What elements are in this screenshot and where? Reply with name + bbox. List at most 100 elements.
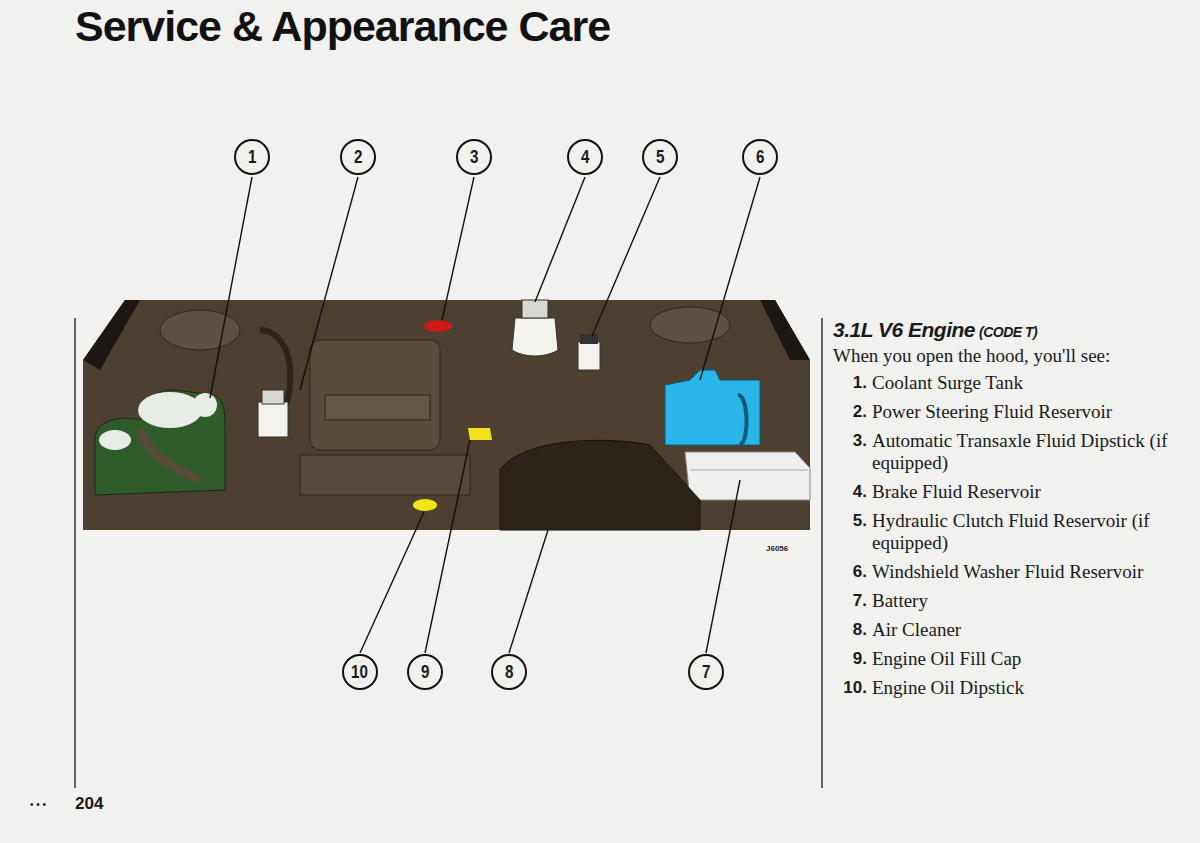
item-number: 5. xyxy=(833,510,867,554)
air-cleaner xyxy=(500,440,700,530)
coolant-surge-tank xyxy=(99,430,131,450)
intro-text: When you open the hood, you'll see: xyxy=(833,344,1193,368)
rule-line xyxy=(821,318,823,788)
item-number: 2. xyxy=(833,401,867,423)
part-name: Coolant Surge Tank xyxy=(872,372,1187,394)
power-steering-reservoir xyxy=(262,390,284,404)
leader-line xyxy=(442,177,474,320)
engine-compartment xyxy=(310,340,440,450)
coolant-surge-tank xyxy=(95,390,225,495)
callout-circle: 5 xyxy=(642,139,678,175)
callout-number: 5 xyxy=(656,146,664,168)
list-item: 7.Battery xyxy=(833,590,1193,612)
transaxle-dipstick-cap xyxy=(424,320,452,332)
list-item: 1.Coolant Surge Tank xyxy=(833,372,1193,394)
callout-number: 6 xyxy=(756,146,764,168)
battery xyxy=(685,452,810,500)
engine-compartment xyxy=(83,300,810,530)
page-number: 204 xyxy=(75,794,103,814)
callout-circle: 8 xyxy=(491,654,527,690)
leader-line xyxy=(592,177,660,336)
callout-number: 7 xyxy=(702,661,710,683)
callout-circle: 3 xyxy=(456,139,492,175)
part-name: Battery xyxy=(872,590,1187,612)
callout-number: 4 xyxy=(581,146,589,168)
leader-line xyxy=(300,177,358,390)
leader-line xyxy=(535,177,585,302)
clutch-fluid-reservoir xyxy=(578,342,600,370)
engine-compartment xyxy=(650,307,730,343)
figure-code: J6056 xyxy=(766,544,788,553)
coolant-surge-tank xyxy=(95,390,225,495)
engine-compartment xyxy=(760,300,810,360)
battery xyxy=(690,470,808,471)
callout-number: 1 xyxy=(248,146,256,168)
heading-text: 3.1L V6 Engine xyxy=(833,318,975,341)
callout-circle: 1 xyxy=(234,139,270,175)
list-item: 9.Engine Oil Fill Cap xyxy=(833,648,1193,670)
callout-circle: 10 xyxy=(342,654,378,690)
oil-fill-cap xyxy=(468,428,492,440)
clutch-fluid-reservoir xyxy=(578,334,600,370)
part-name: Power Steering Fluid Reservoir xyxy=(872,401,1187,423)
engine-code: (CODE T) xyxy=(979,324,1037,340)
coolant-surge-tank xyxy=(138,392,202,428)
oil-dipstick-handle xyxy=(413,499,437,511)
list-item: 6.Windshield Washer Fluid Reservoir xyxy=(833,561,1193,583)
part-name: Engine Oil Fill Cap xyxy=(872,648,1187,670)
item-number: 7. xyxy=(833,590,867,612)
oil-fill-cap xyxy=(468,428,492,440)
leader-line xyxy=(210,177,760,653)
leader-line xyxy=(425,440,470,653)
callout-number: 3 xyxy=(470,146,478,168)
list-item: 5.Hydraulic Clutch Fluid Reservoir (if e… xyxy=(833,510,1193,554)
page-title: Service & Appearance Care xyxy=(75,2,610,51)
engine-compartment xyxy=(325,395,430,420)
part-name: Windshield Washer Fluid Reservoir xyxy=(872,561,1187,583)
list-item: 4.Brake Fluid Reservoir xyxy=(833,481,1193,503)
item-number: 6. xyxy=(833,561,867,583)
item-number: 4. xyxy=(833,481,867,503)
section-heading: 3.1L V6 Engine(CODE T) xyxy=(833,318,1193,342)
page-dots: • • • xyxy=(30,799,46,810)
battery xyxy=(685,452,810,500)
part-name: Hydraulic Clutch Fluid Reservoir (if equ… xyxy=(872,510,1187,554)
item-number: 8. xyxy=(833,619,867,641)
part-name: Engine Oil Dipstick xyxy=(872,677,1187,699)
callout-circle: 2 xyxy=(340,139,376,175)
air-cleaner xyxy=(500,440,700,530)
callout-circle: 9 xyxy=(407,654,443,690)
washer-fluid-reservoir xyxy=(665,370,760,445)
callout-circle: 4 xyxy=(567,139,603,175)
part-name: Air Cleaner xyxy=(872,619,1187,641)
rule-line xyxy=(74,318,76,788)
list-item: 10.Engine Oil Dipstick xyxy=(833,677,1193,699)
brake-fluid-reservoir xyxy=(512,318,558,356)
part-name: Brake Fluid Reservoir xyxy=(872,481,1187,503)
item-number: 9. xyxy=(833,648,867,670)
list-item: 3.Automatic Transaxle Fluid Dipstick (if… xyxy=(833,430,1193,474)
engine-compartment xyxy=(160,310,240,350)
washer-fluid-reservoir xyxy=(665,370,760,445)
callout-circle: 7 xyxy=(688,654,724,690)
list-item: 2.Power Steering Fluid Reservoir xyxy=(833,401,1193,423)
coolant-surge-tank xyxy=(140,430,200,480)
engine-compartment xyxy=(300,455,470,495)
callout-number: 10 xyxy=(352,661,369,683)
leader-line xyxy=(706,480,740,653)
item-number: 1. xyxy=(833,372,867,394)
brake-fluid-reservoir xyxy=(512,300,558,356)
parts-list-panel: 3.1L V6 Engine(CODE T)When you open the … xyxy=(833,318,1193,706)
leader-line xyxy=(210,177,252,398)
power-steering-reservoir xyxy=(258,390,288,437)
clutch-fluid-reservoir xyxy=(580,334,598,344)
leader-line xyxy=(360,512,424,653)
callout-circle: 6 xyxy=(742,139,778,175)
item-number: 10. xyxy=(833,677,867,699)
washer-fluid-reservoir xyxy=(738,395,747,445)
callout-number: 2 xyxy=(354,146,362,168)
leader-line xyxy=(509,530,548,653)
transaxle-dipstick-cap xyxy=(424,320,452,332)
oil-dipstick-handle xyxy=(413,499,437,511)
callout-number: 9 xyxy=(421,661,429,683)
